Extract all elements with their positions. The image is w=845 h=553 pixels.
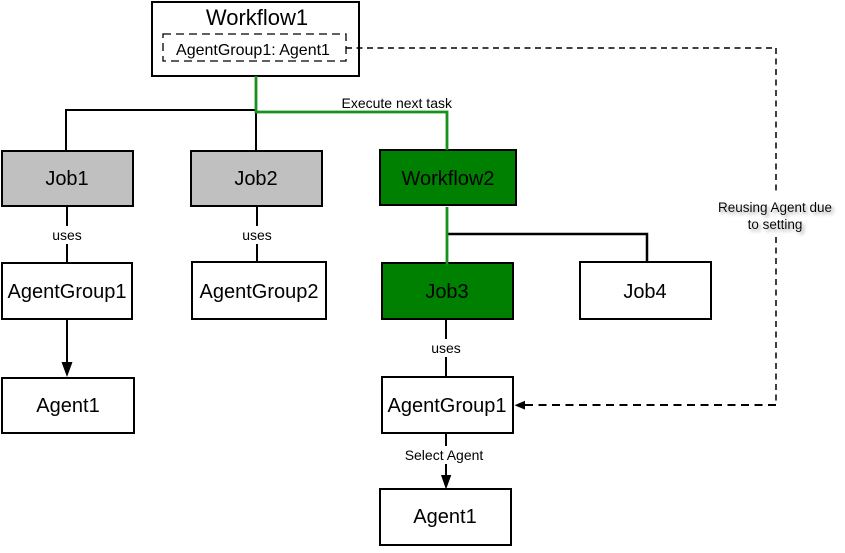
svg-text:Workflow1: Workflow1 [206, 5, 308, 30]
svg-text:AgentGroup1: Agent1: AgentGroup1: Agent1 [176, 42, 330, 59]
svg-text:Select Agent: Select Agent [405, 447, 484, 463]
svg-text:Job4: Job4 [623, 281, 666, 303]
svg-text:Execute next task: Execute next task [341, 95, 453, 111]
svg-text:Workflow2: Workflow2 [402, 168, 495, 190]
svg-text:uses: uses [52, 227, 82, 243]
svg-text:to setting: to setting [748, 217, 803, 232]
svg-text:AgentGroup1: AgentGroup1 [8, 281, 127, 303]
svg-text:AgentGroup1: AgentGroup1 [388, 395, 507, 417]
svg-text:uses: uses [431, 340, 461, 356]
svg-text:Job2: Job2 [234, 168, 277, 190]
svg-text:Agent1: Agent1 [36, 395, 99, 417]
svg-text:AgentGroup2: AgentGroup2 [200, 281, 319, 303]
svg-text:uses: uses [242, 227, 272, 243]
svg-text:Job3: Job3 [425, 281, 468, 303]
svg-text:Reusing Agent due: Reusing Agent due [718, 200, 832, 215]
svg-text:Agent1: Agent1 [413, 506, 476, 528]
svg-text:Job1: Job1 [45, 168, 88, 190]
